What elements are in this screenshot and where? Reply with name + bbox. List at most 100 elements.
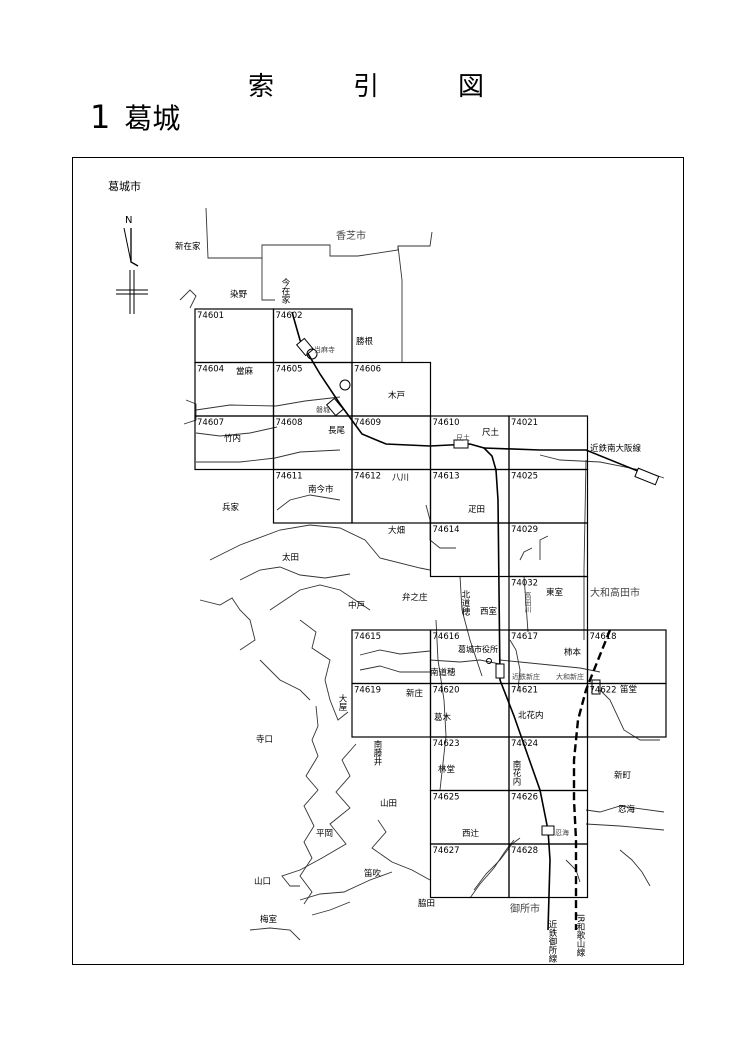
place-label: 勝根 (356, 336, 374, 347)
index-cell-id: 74610 (433, 418, 460, 428)
railway-lines (291, 311, 660, 931)
place-label: 太田 (282, 552, 299, 563)
place-label: 山田 (380, 798, 397, 809)
place-label: 南藤井 (372, 739, 382, 766)
compass-north-label: N (125, 215, 132, 226)
index-cell[interactable]: 74627 (429, 843, 510, 899)
index-cell[interactable]: 74620 (429, 682, 510, 738)
index-cell[interactable]: 74609 (351, 415, 432, 471)
rail-line-label: 近鉄南大阪線 (590, 443, 642, 454)
index-cell-id: 74615 (354, 632, 381, 642)
map-frame (72, 157, 684, 965)
index-cell-id: 74616 (433, 632, 460, 642)
place-label: 西辻 (462, 828, 480, 839)
city-hall-label: 葛城市役所 (458, 644, 498, 654)
index-cell-id: 74620 (433, 686, 460, 696)
index-cell-id: 74625 (433, 793, 460, 803)
place-label: 大畑 (388, 525, 405, 536)
place-label: 新在家 (175, 241, 201, 252)
title-char: 図 (458, 72, 489, 102)
place-label: 竹内 (224, 433, 241, 444)
place-label: 新庄 (406, 688, 424, 699)
index-cell-id: 74032 (511, 579, 538, 589)
place-label: 北花内 (518, 710, 544, 721)
index-cell[interactable]: 74615 (351, 629, 432, 685)
index-cell-id: 74621 (511, 686, 538, 696)
index-cell-id: 74601 (197, 311, 224, 321)
place-label: 當麻 (236, 366, 254, 377)
index-cell-id: 74021 (511, 418, 538, 428)
index-cell[interactable]: 74032 (508, 575, 589, 631)
index-cell[interactable]: 74608 (272, 415, 353, 471)
index-cell-id: 74612 (354, 472, 381, 482)
index-cell-id: 74626 (511, 793, 538, 803)
neighbor-city-kashiba: 香芝市 (336, 229, 366, 242)
title-char: 索 (248, 72, 279, 102)
index-cell[interactable]: 74623 (429, 736, 510, 792)
neighbor-city-gose: 御所市 (510, 902, 540, 915)
station-label: 忍海 (555, 828, 569, 837)
rail-line-label: 近鉄御所線 (547, 919, 557, 962)
small-labels: 当麻寺 磐城 尺土 高田川 近鉄新庄 大和新庄 忍海 (314, 345, 584, 837)
index-cell-id: 74605 (276, 365, 303, 375)
place-label: 木戸 (388, 390, 405, 401)
place-label: 平岡 (316, 829, 333, 839)
index-cell[interactable]: 74622 (586, 682, 667, 738)
place-label: 尺土 (482, 427, 500, 438)
place-label: 林堂 (438, 764, 455, 775)
index-cell-id: 74614 (433, 525, 460, 535)
index-cell-id: 74619 (354, 686, 381, 696)
section-name: 葛城 (124, 102, 181, 135)
title-char: 引 (353, 72, 384, 102)
place-label: 南道穂 (430, 667, 456, 678)
city-hall-marker: 葛城市役所 (458, 644, 498, 664)
index-cell[interactable]: 74025 (508, 468, 589, 524)
compass-icon: N (116, 215, 148, 314)
index-cell-id: 74628 (511, 846, 538, 856)
place-label: 大屋 (337, 693, 347, 712)
index-cell[interactable]: 74601 (194, 308, 275, 364)
place-label: 北道穂 (460, 590, 470, 616)
neighbor-city-yamatotakada: 大和高田市 (590, 586, 640, 599)
index-cell-border (586, 682, 667, 738)
index-cell-id: 74618 (590, 632, 617, 642)
place-label: 南花内 (511, 759, 521, 786)
place-labels-vertical: 今在家 北道穂 大屋 南藤井 南花内 (280, 277, 521, 786)
section-number: 1 (90, 98, 111, 136)
index-cell-id: 74627 (433, 846, 460, 856)
index-cell[interactable]: 74021 (508, 415, 589, 471)
index-cell[interactable]: 74029 (508, 522, 589, 578)
index-cell-id: 74624 (511, 739, 538, 749)
index-cell[interactable]: 74610 (429, 415, 510, 471)
place-label: 笛吹 (364, 868, 382, 879)
place-label: 山口 (254, 876, 271, 887)
index-cell-id: 74622 (590, 686, 617, 696)
place-label: 弁之庄 (402, 592, 428, 603)
place-label: 西室 (480, 606, 498, 617)
place-label: 忍海 (618, 804, 636, 815)
index-cell-id: 74606 (354, 365, 381, 375)
section-heading: 1 葛城 (90, 97, 180, 137)
place-label: 兵家 (222, 502, 240, 513)
index-cell[interactable]: 74611 (272, 468, 353, 524)
index-cell-id: 74602 (276, 311, 303, 321)
index-cell-border (508, 843, 589, 899)
index-cell[interactable]: 74614 (429, 522, 510, 578)
index-cell[interactable]: 74628 (508, 843, 589, 899)
index-cell[interactable]: 74606 (351, 361, 432, 417)
place-label: 疋田 (468, 505, 485, 515)
page-title: 索引図 (248, 66, 563, 103)
index-cell-id: 74611 (276, 472, 303, 482)
station-label: 近鉄新庄 (512, 672, 540, 681)
river-label: 高田川 (524, 591, 532, 613)
station-label: 大和新庄 (556, 672, 584, 681)
index-cell-id: 74607 (197, 418, 224, 428)
place-label: 新町 (614, 770, 632, 781)
station-label: 磐城 (316, 405, 330, 414)
place-label: 寺口 (256, 735, 273, 745)
index-cell[interactable]: 74602 (272, 308, 353, 364)
landmark-label: 当麻寺 (314, 345, 335, 354)
index-cell-id: 74608 (276, 418, 303, 428)
